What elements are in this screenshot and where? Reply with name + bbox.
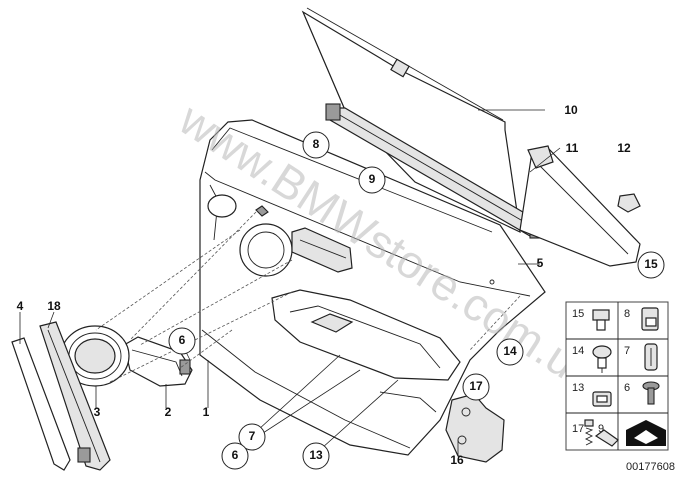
legend-15: 15 [572, 308, 584, 320]
callout-11: 11 [566, 141, 579, 155]
fastener-13-icon [592, 391, 612, 407]
callout-6b: 6 [232, 448, 239, 462]
callout-9-circle [358, 166, 386, 194]
callout-16: 16 [450, 453, 464, 467]
fastener-15-icon [592, 309, 610, 331]
callout-15: 15 [644, 257, 658, 271]
legend-13: 13 [572, 382, 584, 394]
legend-6: 6 [624, 382, 630, 394]
callout-18: 18 [47, 299, 61, 313]
mounting-trim-18 [39, 321, 111, 471]
callout-15-circle [637, 251, 665, 279]
fastener-6-icon [642, 381, 660, 405]
callout-8: 8 [313, 137, 320, 151]
callout-10: 10 [564, 103, 578, 117]
fastener-17-icon [584, 419, 594, 446]
callout-14-circle [496, 338, 524, 366]
door-trim-panel-1 [199, 119, 546, 456]
callout-6a: 6 [179, 333, 186, 347]
callout-1: 1 [203, 405, 210, 419]
strip-4 [11, 337, 71, 471]
callout-4: 4 [17, 299, 24, 313]
callouts: 10 11 12 5 1 2 3 4 18 16 8 9 15 6 14 17 … [17, 103, 665, 470]
fastener-7-icon [644, 343, 658, 371]
callout-6-circle-a [168, 327, 196, 355]
reference-number: 00177608 [626, 461, 675, 473]
legend-9: 9 [598, 423, 604, 435]
callout-8-circle [302, 131, 330, 159]
legend-14: 14 [572, 345, 584, 357]
callout-3: 3 [94, 405, 101, 419]
view-arrow-icon [626, 420, 666, 446]
callout-13-circle [302, 442, 330, 470]
callout-12: 12 [617, 141, 631, 155]
door-handle-2 [123, 336, 193, 387]
bracket-16 [445, 393, 505, 463]
callout-14: 14 [503, 344, 517, 358]
legend-7: 7 [624, 345, 630, 357]
callout-2: 2 [165, 405, 172, 419]
callout-7-circle [238, 423, 266, 451]
clip-12 [617, 193, 641, 213]
fastener-legend: 15 8 14 7 13 6 17 9 [565, 301, 669, 451]
fastener-8-icon [641, 307, 659, 331]
legend-8: 8 [624, 308, 630, 320]
callout-7: 7 [249, 429, 256, 443]
callout-17-circle [462, 373, 490, 401]
callout-5: 5 [537, 256, 544, 270]
callout-6-circle-b [221, 442, 249, 470]
fastener-9-icon [594, 429, 619, 447]
callout-9: 9 [369, 172, 376, 186]
callout-17: 17 [469, 379, 483, 393]
trim-strip-11 [519, 145, 641, 267]
fastener-14-icon [592, 345, 612, 373]
legend-17: 17 [572, 423, 584, 435]
assembly-lines [95, 211, 521, 383]
callout-13: 13 [309, 448, 323, 462]
